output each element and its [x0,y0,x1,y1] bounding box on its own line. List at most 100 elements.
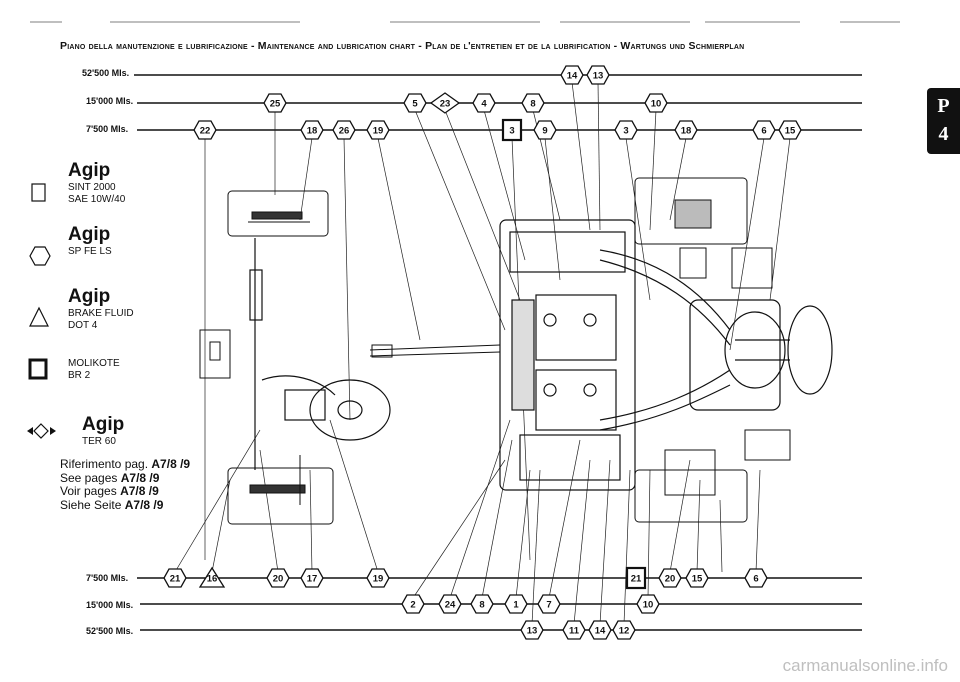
lubrication-point-8[interactable]: 8 [521,93,545,113]
lubrication-point-19[interactable]: 19 [366,120,390,140]
lubrication-point-label: 26 [339,126,350,137]
lubrication-point-3[interactable]: 3 [501,118,523,142]
section-tab-letter: P [937,95,950,117]
lubrication-point-6[interactable]: 6 [752,120,776,140]
reference-line: Voir pages A7/8 /9 [60,484,159,498]
legend-brand: Agip [68,160,111,181]
lubrication-point-13[interactable]: 13 [520,620,544,640]
hexagon-icon [752,120,776,140]
hexagon-icon [366,120,390,140]
lubrication-point-7[interactable]: 7 [537,594,561,614]
leader-lines [174,81,791,625]
lubrication-point-1[interactable]: 1 [504,594,528,614]
diamond-arrows-icon [429,92,461,114]
triangle-icon [29,306,49,327]
lubrication-point-label: 18 [307,126,318,137]
lubrication-point-label: 14 [567,71,578,82]
lubrication-point-6[interactable]: 6 [744,568,768,588]
lubrication-point-5[interactable]: 5 [403,93,427,113]
hexagon-icon [644,93,668,113]
hexagon-icon [560,65,584,85]
lubrication-point-20[interactable]: 20 [266,568,290,588]
lubrication-point-label: 8 [479,600,484,611]
interval-label-top-1: 52'500 Mls. [82,68,130,78]
lubrication-point-25[interactable]: 25 [263,93,287,113]
lubrication-point-label: 12 [619,626,630,637]
hexagon-icon [520,620,544,640]
watermark-text: carmanualsonline.info [782,656,948,675]
lubrication-point-13[interactable]: 13 [586,65,610,85]
diamond-arrows-icon [27,423,56,439]
lubrication-point-20[interactable]: 20 [658,568,682,588]
hexagon-icon [300,568,324,588]
lubrication-point-label: 14 [595,626,606,637]
lubrication-point-24[interactable]: 24 [438,594,462,614]
lubrication-point-label: 6 [753,574,758,585]
hexagon-icon [537,594,561,614]
hexagon-icon [300,120,324,140]
filled-square-icon [625,566,647,590]
lubrication-point-label: 1 [513,600,519,611]
hexagon-icon [562,620,586,640]
lubrication-point-4[interactable]: 4 [472,93,496,113]
steering-column [249,238,391,470]
rear-differential [689,299,833,411]
interval-label-bottom-1: 7'500 Mls. [86,573,129,583]
lubrication-point-26[interactable]: 26 [332,120,356,140]
lubrication-point-2[interactable]: 2 [401,594,425,614]
lubrication-point-label: 7 [546,600,551,611]
legend-text: SP FE LS [68,246,112,257]
lubrication-point-label: 19 [373,126,384,137]
lubrication-point-14[interactable]: 14 [560,65,584,85]
lubrication-point-15[interactable]: 15 [778,120,802,140]
lubrication-point-label: 17 [307,574,318,585]
lubrication-point-label: 20 [273,574,284,585]
lubrication-point-23[interactable]: 23 [429,92,461,114]
reference-block: Riferimento pag. A7/8 /9 See pages A7/8 … [60,457,190,512]
hexagon-icon [685,568,709,588]
interval-label-top-2: 15'000 Mls. [86,96,134,106]
lubrication-point-label: 15 [785,126,796,137]
lubrication-point-14[interactable]: 14 [588,620,612,640]
section-tab[interactable]: P 4 [927,88,960,154]
lubrication-point-label: 4 [481,99,487,110]
brake-reservoir-box [199,329,231,379]
legend-text: BR 2 [68,370,91,381]
lubrication-point-11[interactable]: 11 [562,620,586,640]
legend-brand: Agip [82,414,125,435]
front-component-box [227,190,329,237]
hexagon-icon [533,120,557,140]
hexagon-icon [614,120,638,140]
lubrication-point-8[interactable]: 8 [470,594,494,614]
lubrication-point-17[interactable]: 17 [300,568,324,588]
lubrication-point-22[interactable]: 22 [193,120,217,140]
lubrication-point-21[interactable]: 21 [163,568,187,588]
lubrication-point-19[interactable]: 19 [366,568,390,588]
hexagon-icon [658,568,682,588]
lubrication-point-18[interactable]: 18 [300,120,324,140]
lubrication-point-10[interactable]: 10 [644,93,668,113]
legend-brand: Agip [68,224,111,245]
lubrication-point-9[interactable]: 9 [533,120,557,140]
lubrication-point-label: 21 [631,574,642,585]
legend-brand: Agip [68,286,111,307]
lubrication-point-10[interactable]: 10 [636,594,660,614]
lubrication-point-label: 22 [200,126,211,137]
hexagon-icon [636,594,660,614]
square-icon [31,183,46,202]
lubrication-point-12[interactable]: 12 [612,620,636,640]
lubrication-point-16[interactable]: 16 [198,566,226,588]
lubrication-point-3[interactable]: 3 [614,120,638,140]
lubrication-point-21[interactable]: 21 [625,566,647,590]
lubrication-point-label: 16 [207,574,218,585]
lubrication-point-18[interactable]: 18 [674,120,698,140]
lubrication-point-label: 11 [569,626,580,637]
lubrication-point-15[interactable]: 15 [685,568,709,588]
hexagon-icon [612,620,636,640]
lubrication-point-label: 3 [509,126,514,137]
interval-label-bottom-3: 52'500 Mls. [86,626,134,636]
lubrication-point-label: 21 [170,574,181,585]
hexagon-icon [778,120,802,140]
